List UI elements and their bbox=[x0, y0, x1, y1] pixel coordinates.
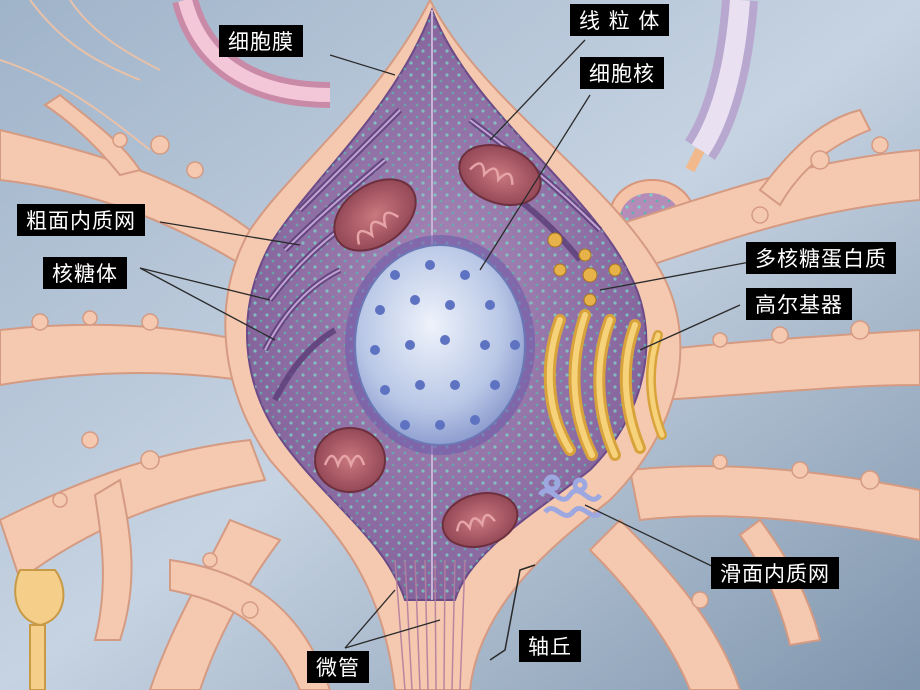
yellow-bouton bbox=[14, 569, 65, 690]
label-cell-membrane: 细胞膜 bbox=[219, 25, 303, 57]
label-axon-hillock: 轴丘 bbox=[519, 630, 581, 662]
microtubules bbox=[394, 559, 466, 690]
nuclear-pores bbox=[370, 260, 520, 430]
label-golgi: 高尔基器 bbox=[746, 288, 852, 320]
label-ribosomes: 核糖体 bbox=[43, 257, 127, 289]
label-mitochondria: 线 粒 体 bbox=[570, 4, 670, 36]
polyribosomes bbox=[547, 232, 622, 307]
axon-hillock-bracket bbox=[489, 564, 536, 661]
mitochondria-group bbox=[314, 144, 542, 548]
smooth-er bbox=[537, 474, 603, 518]
neighbor-axon bbox=[172, 0, 758, 173]
golgi-apparatus bbox=[543, 309, 667, 461]
label-smooth-er: 滑面内质网 bbox=[711, 557, 839, 589]
label-microtubules: 微管 bbox=[307, 651, 369, 683]
leader-lines bbox=[139, 39, 751, 649]
dendritic-spines bbox=[31, 132, 889, 619]
label-polyribosomes: 多核糖蛋白质 bbox=[746, 242, 896, 274]
label-nucleus: 细胞核 bbox=[580, 57, 664, 89]
label-rough-er: 粗面内质网 bbox=[17, 204, 145, 236]
nucleus bbox=[345, 235, 535, 455]
background-fibers bbox=[0, 0, 161, 151]
